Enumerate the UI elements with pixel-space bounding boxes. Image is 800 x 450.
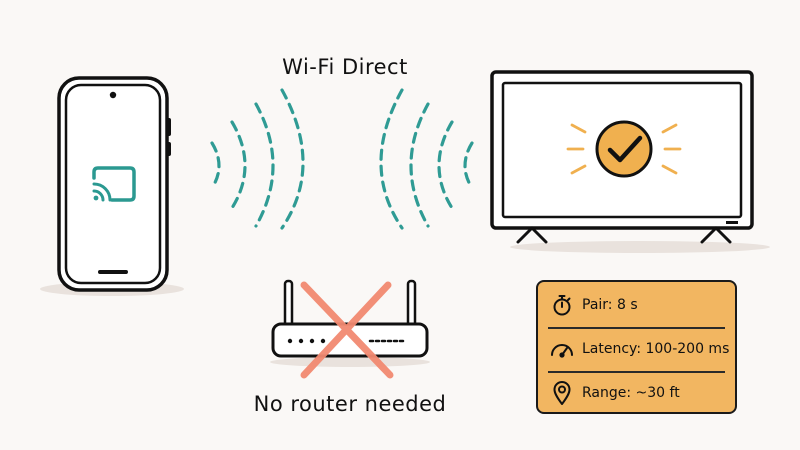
sparkle-rays xyxy=(566,123,682,175)
stats-divider xyxy=(548,371,725,373)
stat-row-latency: Latency: 100-200 ms xyxy=(538,327,735,371)
stopwatch-icon xyxy=(542,293,582,317)
stat-row-range: Range: ~30 ft xyxy=(538,371,735,415)
television xyxy=(490,70,770,253)
cross-icon xyxy=(300,281,394,379)
stats-divider xyxy=(548,327,725,329)
signal-waves-right xyxy=(379,88,474,230)
stat-row-pair: Pair: 8 s xyxy=(538,283,735,327)
home-indicator xyxy=(98,270,128,274)
stat-label: Latency: 100-200 ms xyxy=(582,341,730,357)
cast-icon xyxy=(92,166,136,202)
signal-waves-left xyxy=(210,88,305,230)
smartphone xyxy=(40,76,184,296)
stat-label: Pair: 8 s xyxy=(582,297,638,313)
front-camera-icon xyxy=(109,91,117,99)
diagram-title: Wi-Fi Direct xyxy=(282,55,408,79)
location-pin-icon xyxy=(542,380,582,406)
router-lights xyxy=(287,338,326,344)
check-circle-icon xyxy=(595,120,653,178)
router-caption: No router needed xyxy=(253,392,447,416)
speedometer-icon xyxy=(542,338,582,360)
stats-panel: Pair: 8 s Latency: 100-200 ms Range: ~30… xyxy=(536,280,737,414)
router xyxy=(270,279,430,379)
stat-label: Range: ~30 ft xyxy=(582,385,680,401)
